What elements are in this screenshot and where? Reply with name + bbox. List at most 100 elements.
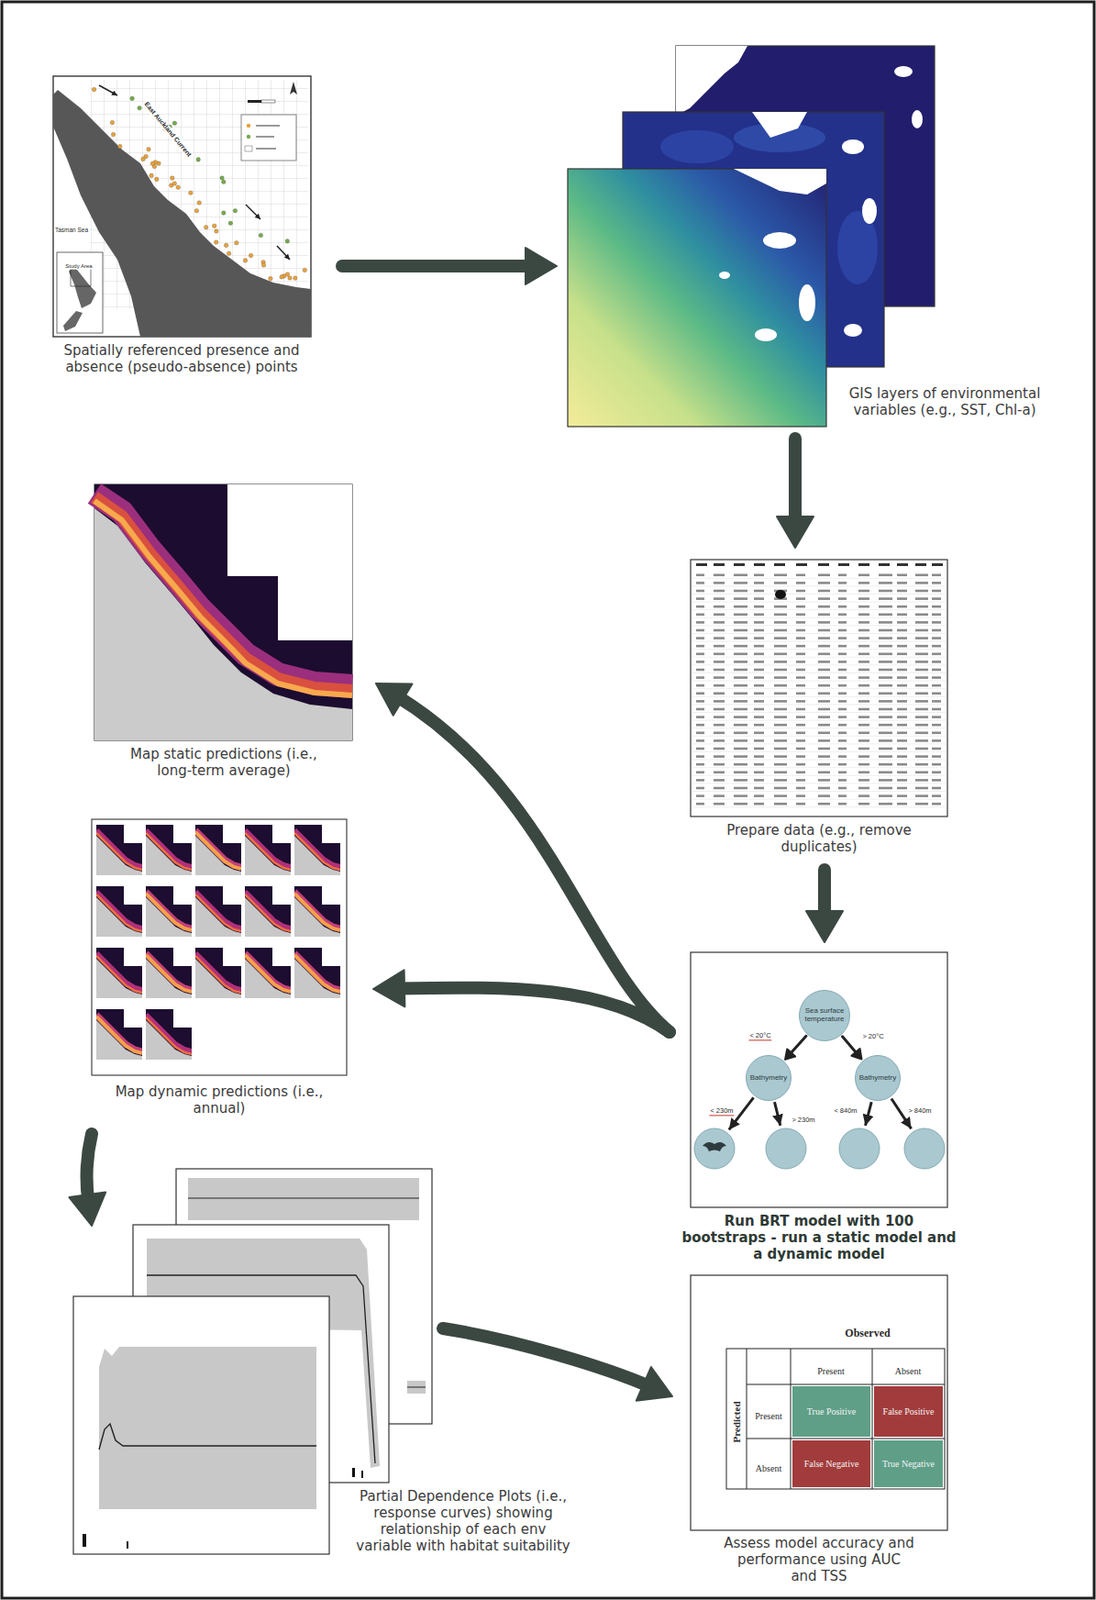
table-cell (838, 794, 847, 798)
response-curve-plots (126, 1540, 129, 1549)
table-cell (696, 708, 705, 711)
connector-line (396, 695, 670, 1032)
table-cell (796, 754, 806, 758)
tree-node: Bathymetry (854, 1054, 901, 1101)
table-cell (858, 763, 870, 766)
table-cell (878, 620, 893, 624)
boosted-regression-tree (839, 1128, 880, 1169)
table-cell (774, 747, 787, 751)
table-cell (696, 723, 705, 727)
table-header-cell (753, 563, 765, 566)
dynamic-prediction-maps (145, 885, 192, 937)
dynamic-prediction-maps (96, 947, 143, 998)
table-cell (818, 653, 831, 656)
table-cell (713, 605, 725, 609)
table-cell (713, 636, 725, 640)
tree-node-label: Bathymetry (750, 1073, 787, 1083)
table-cell (878, 629, 893, 632)
environmental-layers (843, 323, 863, 337)
step-caption: Map static predictions (i.e., long-term … (118, 745, 330, 779)
table-cell (774, 794, 787, 798)
matrix-cell: False Negative (792, 1439, 871, 1487)
table-cell (696, 589, 705, 593)
table-cell (915, 668, 929, 672)
table-cell (858, 747, 870, 751)
table-cell (878, 794, 893, 798)
occurrence-map (56, 252, 103, 333)
table-cell (818, 675, 831, 679)
table-cell (878, 692, 893, 696)
table-cell (931, 684, 942, 687)
table-cell (931, 802, 942, 806)
table-cell (713, 747, 725, 751)
environmental-layers (752, 111, 808, 138)
table-cell (713, 675, 725, 679)
table-cell (796, 629, 806, 632)
occurrence-map (246, 123, 251, 128)
table-cell (915, 684, 929, 687)
table-cell (915, 786, 929, 790)
connector (785, 1035, 807, 1060)
annotation-label: Present (816, 1365, 845, 1376)
table-row-rule (692, 608, 946, 610)
table-cell (931, 581, 942, 585)
boosted-regression-tree (865, 1101, 873, 1126)
table-cell (753, 644, 764, 648)
table-cell (713, 668, 725, 672)
table-cell (733, 668, 748, 672)
connector-line (396, 987, 670, 1032)
table-cell (858, 794, 870, 798)
table-cell (818, 763, 831, 766)
confusion-matrix (746, 1348, 748, 1489)
environmental-layers (567, 168, 827, 427)
table-cell (774, 731, 787, 735)
dynamic-prediction-maps (195, 947, 242, 998)
dynamic-prediction-maps (294, 947, 341, 998)
table-row-rule (692, 632, 946, 634)
table-cell (915, 692, 929, 696)
table-cell (858, 739, 870, 742)
table-cell (818, 629, 831, 632)
table-cell (931, 786, 942, 790)
table-cell (931, 763, 942, 766)
environmental-layers (894, 66, 913, 78)
survey-point (211, 223, 217, 229)
table-cell (796, 771, 806, 775)
occurrence-map (53, 76, 311, 337)
table-cell (896, 763, 908, 766)
table-cell (818, 605, 831, 609)
table-cell (915, 653, 929, 656)
static-prediction-map (227, 484, 353, 641)
boosted-regression-tree (904, 1128, 945, 1169)
table-cell (818, 731, 831, 735)
table-cell (733, 708, 748, 711)
response-curve-plots (407, 1386, 426, 1388)
survey-point (248, 253, 254, 258)
table-cell (915, 723, 929, 727)
occurrence-map (247, 99, 262, 103)
table-row-rule (692, 585, 946, 587)
survey-point (196, 157, 201, 163)
survey-point (197, 200, 202, 206)
table-cell (838, 668, 847, 672)
table-cell (774, 644, 787, 648)
table-cell (774, 763, 787, 766)
survey-point (118, 143, 123, 149)
table-cell (858, 668, 870, 672)
table-cell (878, 644, 893, 648)
table-cell (774, 684, 787, 687)
table-cell (858, 754, 870, 758)
table-header-cell (733, 563, 745, 566)
survey-point (170, 176, 176, 181)
table-cell (838, 778, 847, 782)
step-caption: Spatially referenced presence and absenc… (34, 342, 329, 376)
table-cell (733, 731, 748, 735)
table-row-rule (692, 759, 946, 761)
table-cell (838, 763, 847, 766)
survey-point (221, 210, 227, 216)
table-cell (774, 802, 787, 806)
table-cell (931, 613, 942, 617)
table-cell (733, 574, 748, 577)
table-cell (878, 802, 893, 806)
